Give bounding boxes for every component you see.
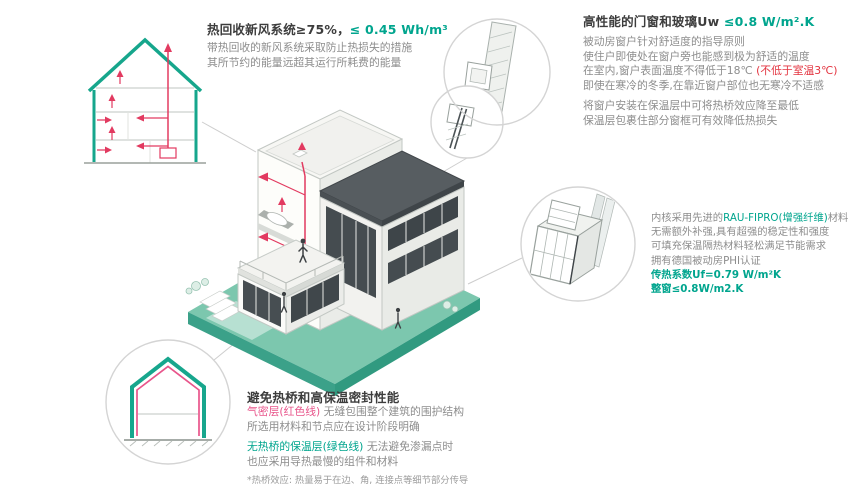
person-interior [280,291,288,313]
insulated-roof-line [87,37,203,93]
windows-line-6: 保温层包裹住部分窗框可有效降低热损失 [583,113,778,127]
bathtub [266,212,288,226]
thermal-line-2: 所选用材料和节点应在设计阶段明确 [247,419,420,433]
windows-line-1: 被动房窗户针对舒适度的指导原则 [583,35,745,48]
insulation-layer-line [130,356,206,438]
material-name: RAU-FIPRO(增强纤维) [723,212,828,224]
insulation-layer-label: 无热桥的保温层(绿色线) [247,440,364,454]
profile-line-2: 无需额外补强,具有超强的稳定性和强度 [651,226,830,239]
hrv-line-2: 其所节约的能量远超其运行所耗费的能量 [207,55,402,69]
central-house [236,109,466,335]
u-value-frame: 传热系数Uf=0.79 W/m²K [651,268,781,281]
hrv-arrowheads [105,43,172,154]
bushes [185,278,459,313]
windows-line-3: 在室内,窗户表面温度不得低于18℃ (不低于室温3℃) [583,64,838,78]
hrv-line-1: 带热回收的新风系统采取防止热损失的措施 [207,41,413,54]
profile-description: 内核采用先进的RAU-FIPRO(增强纤维)材料 无需额外补强,具有超强的稳定性… [651,211,848,296]
thermal-envelope-detail [105,339,231,465]
windows-description: 被动房窗户针对舒适度的指导原则 使住户即使处在窗户旁也能感到极为舒适的温度 在室… [583,35,838,129]
hrv-title-value: ≤ 0.45 Wh/m³ [349,22,448,37]
terrace-railing [239,255,344,290]
terrace-annex [236,239,346,335]
hrv-description: 带热回收的新风系统采取防止热损失的措施 其所节约的能量远超其运行所耗费的能量 [207,41,412,70]
airtight-layer-label: 气密层(红色线) [247,405,321,418]
profile-line-4: 拥有德国被动房PHI认证 [651,254,761,267]
profile-line-1: 内核采用先进的RAU-FIPRO(增强纤维)材料 [651,212,849,224]
u-value-window: 整窗≤0.8W/m2.K [651,283,744,296]
window-install-detail [430,18,551,159]
person-garden [394,307,402,329]
thermal-description: 气密层(红色线) 无缝包围整个建筑的围护结构 所选用材料和节点应在设计阶段明确 … [247,405,468,489]
thermal-title: 避免热桥和高保温密封性能 [247,390,400,405]
profile-line-3: 可填充保温隔热材料轻松满足节能需求 [651,240,827,253]
windows-title-value: ≤0.8 W/m².K [723,14,815,29]
insulated-wall-lines [92,90,198,162]
thermal-line-1: 气密层(红色线) 无缝包围整个建筑的围护结构 [247,405,465,418]
garden-steps [199,290,243,322]
hrv-air-flows [97,50,169,158]
airtight-layer-line [136,365,200,436]
hrv-title-main: 热回收新风系统≥75%， [207,22,350,37]
windows-line-2: 使住户即使处在窗户旁也能感到极为舒适的温度 [583,49,810,63]
thermal-line-3: 无热桥的保温层(绿色线) 无法避免渗漏点时 [247,440,454,454]
thermal-line-4: 也应采用导热最慢的组件和材料 [247,454,399,468]
roof-vent [292,149,308,158]
temperature-warning: (不低于室温3℃) [756,64,838,78]
windows-line-5: 将窗户安装在保温层中可将热桥效应降至最低 [583,99,799,113]
hrv-section-drawing [84,37,206,164]
person-on-deck [298,238,308,263]
windows-title: 高性能的门窗和玻璃Uw ≤0.8 W/m².K [583,11,814,30]
windows-title-main: 高性能的门窗和玻璃Uw [583,14,724,29]
window-profile-detail [520,186,636,302]
thermal-footnote: *热桥效应: 热量易于在边、角, 连接点等细节部分传导 [247,475,469,487]
windows-line-4: 即使在寒冷的冬季,在靠近窗户部位也无寒冷不适感 [583,78,824,92]
hrv-unit [159,147,177,159]
hrv-title: 热回收新风系统≥75%，≤ 0.45 Wh/m³ [207,19,448,38]
